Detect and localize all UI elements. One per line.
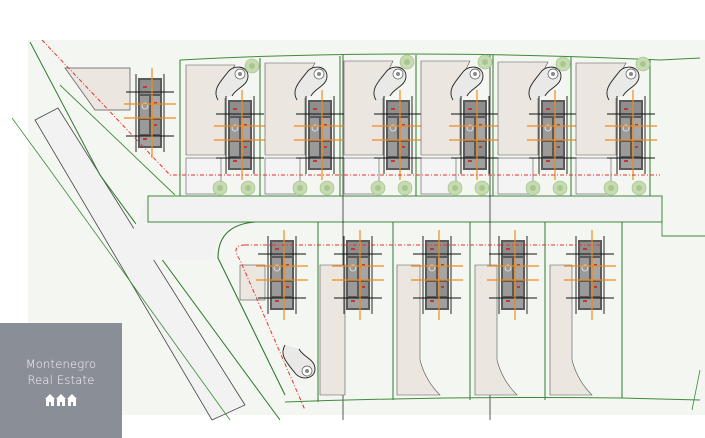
- company-logo[interactable]: Montenegro Real Estate: [0, 323, 122, 438]
- top-row-lots: [185, 54, 658, 196]
- logo-line-1: Montenegro: [25, 356, 97, 371]
- logo-line-2: Real Estate: [27, 372, 95, 387]
- bottom-row-lots: [239, 222, 701, 411]
- three-houses-icon: [45, 393, 77, 406]
